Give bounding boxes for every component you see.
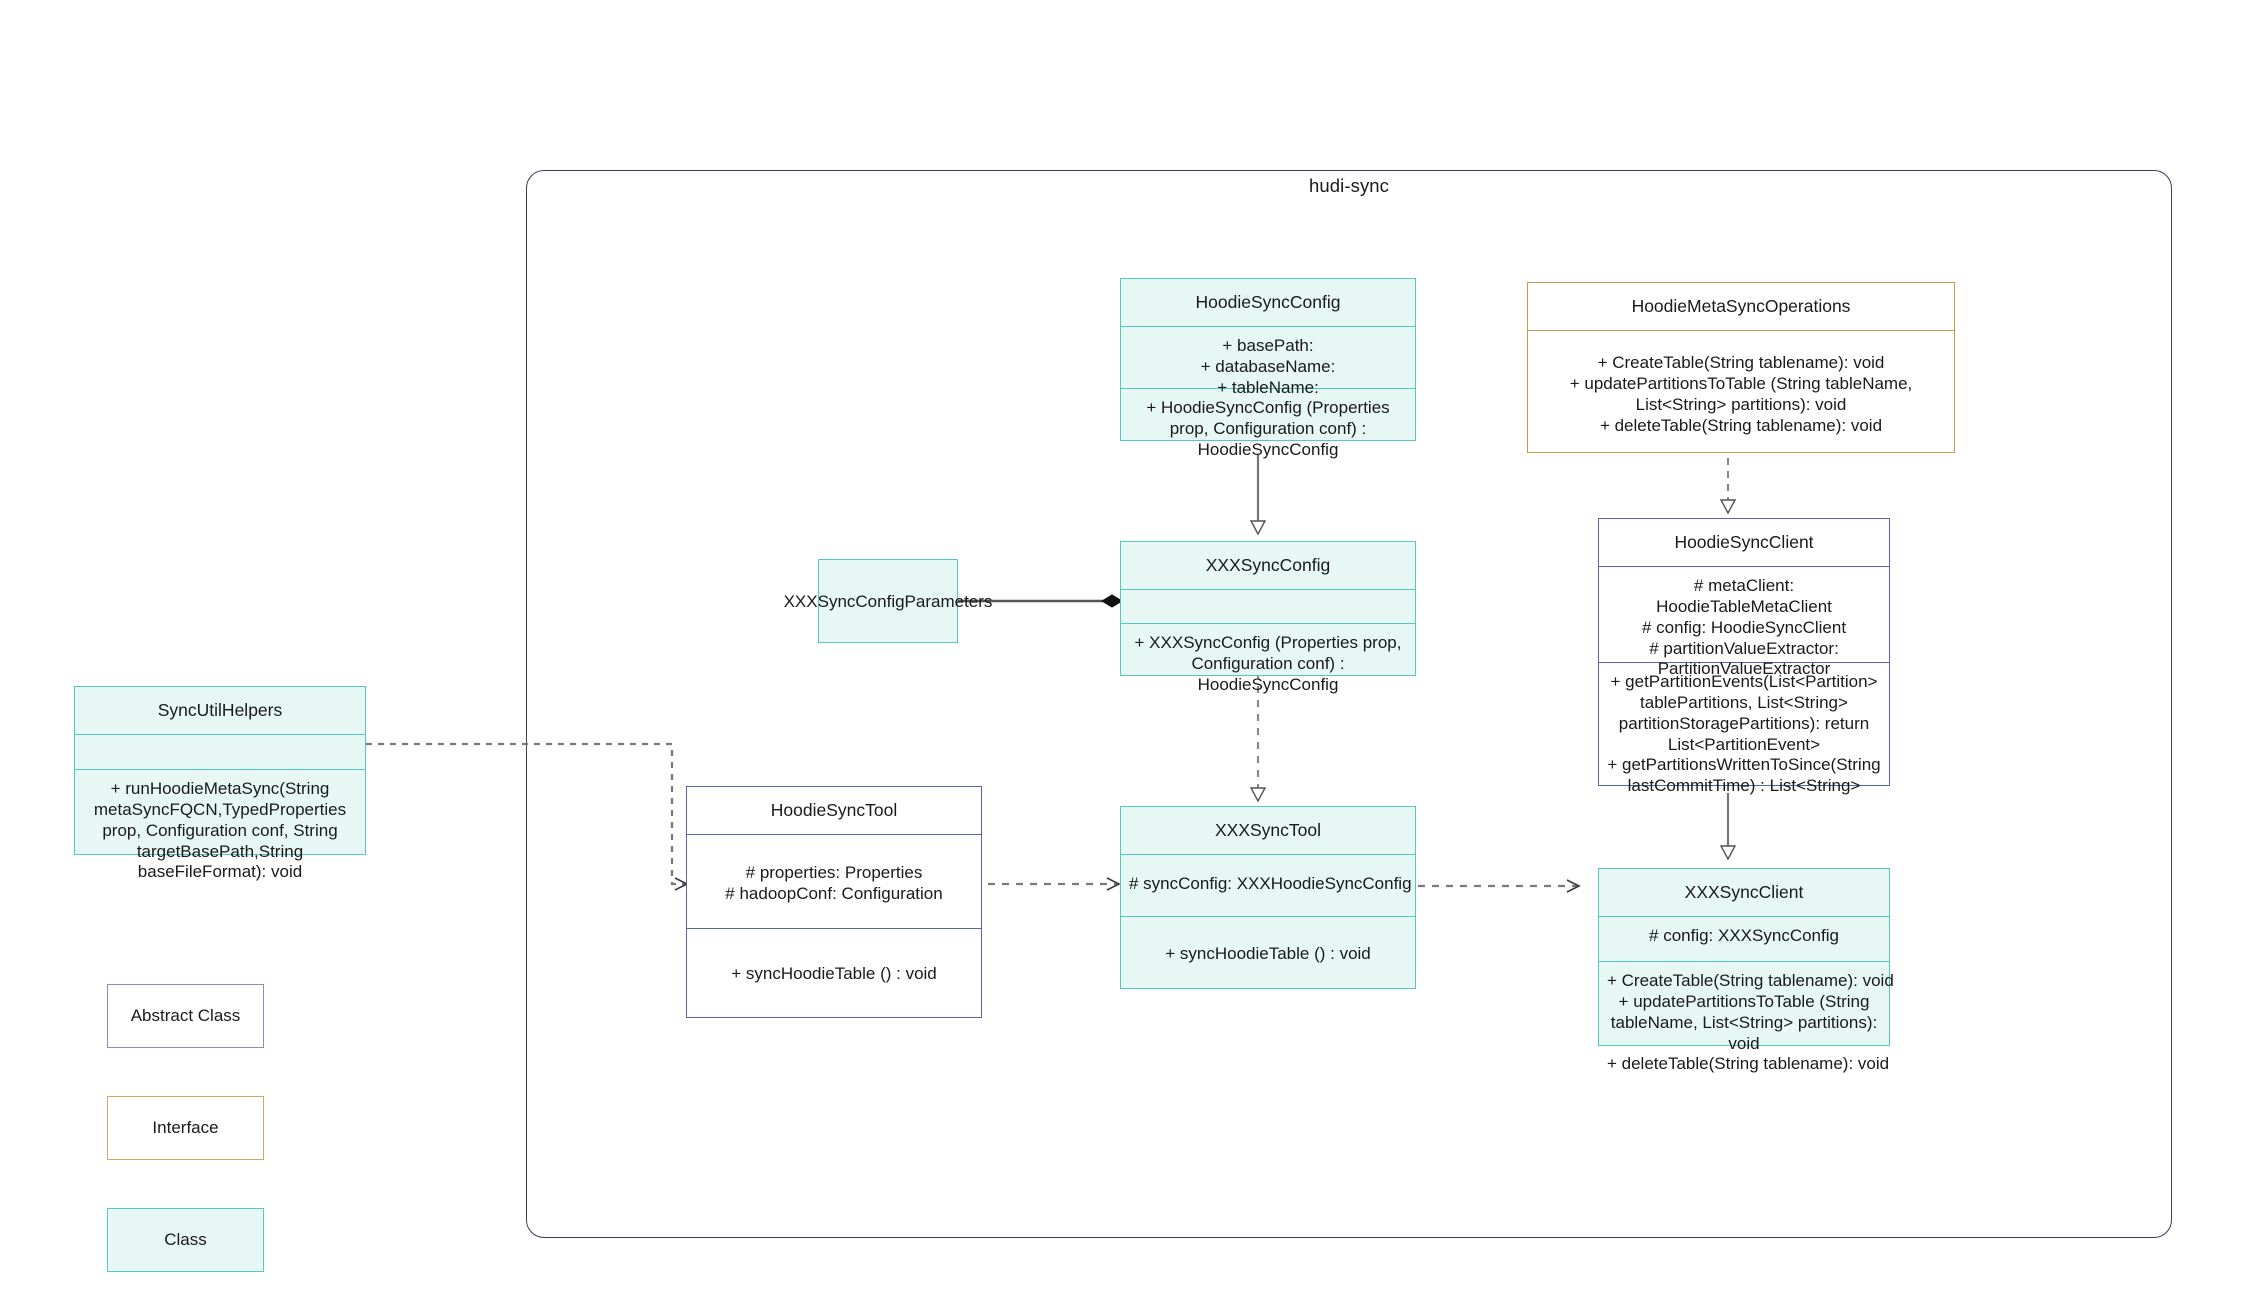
legend-label-abstract-class: Abstract Class	[130, 1006, 241, 1025]
method-row: + deleteTable(String tablename): void	[1607, 1054, 1890, 1074]
attribute-row: # properties: Properties	[745, 863, 923, 883]
class-attributes-hoodie-sync-config: + basePath: + databaseName: + tableName:	[1121, 326, 1415, 397]
attribute-row: # config: HoodieSyncClient	[1641, 617, 1847, 637]
method-row: + XXXSyncConfig (Properties prop, Config…	[1134, 633, 1402, 694]
class-methods-hoodie-sync-tool: + syncHoodieTable () : void	[687, 928, 981, 1017]
attribute-row: # syncConfig: XXXHoodieSyncConfig	[1129, 874, 1412, 894]
class-box-hoodie-meta-sync-operations[interactable]: HoodieMetaSyncOperations + CreateTable(S…	[1527, 282, 1955, 454]
class-methods-hoodie-sync-client: + getPartitionEvents(List<Partition> tab…	[1599, 662, 1889, 795]
package-container-hudi-sync	[526, 170, 2172, 1238]
attribute-row: + databaseName:	[1200, 357, 1336, 377]
class-methods-xxx-sync-config: + XXXSyncConfig (Properties prop, Config…	[1121, 623, 1415, 694]
legend-item-abstract-class: Abstract Class	[107, 984, 264, 1048]
legend-item-class: Class	[107, 1208, 264, 1272]
class-box-xxx-sync-client[interactable]: XXXSyncClient # config: XXXSyncConfig + …	[1598, 868, 1894, 1073]
legend-label-interface: Interface	[152, 1118, 219, 1137]
class-title-xxx-sync-config-parameters: XXXSyncConfigParameters	[783, 591, 993, 611]
class-title-xxx-sync-tool: XXXSyncTool	[1214, 820, 1322, 840]
class-title-xxx-sync-client: XXXSyncClient	[1684, 882, 1804, 902]
class-title-hoodie-sync-config: HoodieSyncConfig	[1195, 292, 1341, 312]
class-methods-hoodie-meta-sync-operations: + CreateTable(String tablename): void + …	[1528, 330, 1954, 452]
class-methods-sync-util-helpers: + runHoodieMetaSync(String metaSyncFQCN,…	[75, 769, 365, 881]
legend-label-class: Class	[164, 1230, 207, 1249]
method-row: + updatePartitionsToTable (String tableN…	[1569, 374, 1913, 414]
class-methods-xxx-sync-tool: + syncHoodieTable () : void	[1121, 916, 1415, 988]
method-row: + getPartitionEvents(List<Partition> tab…	[1610, 672, 1878, 754]
method-row: + deleteTable(String tablename): void	[1599, 415, 1883, 435]
method-row: + syncHoodieTable () : void	[731, 964, 937, 984]
class-attributes-hoodie-sync-tool: # properties: Properties # hadoopConf: C…	[687, 834, 981, 928]
class-title-hoodie-meta-sync-operations: HoodieMetaSyncOperations	[1631, 296, 1851, 316]
attribute-row: + tableName:	[1217, 377, 1319, 397]
attribute-row: # partitionValueExtractor: PartitionValu…	[1649, 638, 1839, 679]
method-row: + CreateTable(String tablename): void	[1597, 353, 1885, 373]
method-row: + runHoodieMetaSync(String metaSyncFQCN,…	[93, 779, 347, 882]
attribute-row: # config: XXXSyncConfig	[1649, 926, 1839, 946]
class-title-xxx-sync-config: XXXSyncConfig	[1205, 555, 1331, 575]
method-row: + syncHoodieTable () : void	[1165, 944, 1371, 964]
class-box-xxx-sync-tool[interactable]: XXXSyncTool # syncConfig: XXXHoodieSyncC…	[1120, 806, 1416, 990]
method-row: + HoodieSyncConfig (Properties prop, Con…	[1146, 398, 1390, 459]
class-box-hoodie-sync-client[interactable]: HoodieSyncClient # metaClient: HoodieTab…	[1598, 518, 1890, 795]
package-title: hudi-sync	[1308, 175, 1390, 196]
class-attributes-sync-util-helpers	[75, 734, 365, 769]
class-box-xxx-sync-config[interactable]: XXXSyncConfig + XXXSyncConfig (Propertie…	[1120, 541, 1416, 694]
class-title-hoodie-sync-client: HoodieSyncClient	[1674, 532, 1814, 552]
class-attributes-xxx-sync-config	[1121, 589, 1415, 623]
class-box-hoodie-sync-config[interactable]: HoodieSyncConfig + basePath: + databaseN…	[1120, 278, 1416, 459]
attribute-row: + basePath:	[1222, 336, 1314, 356]
class-box-xxx-sync-config-parameters[interactable]: XXXSyncConfigParameters	[783, 559, 993, 643]
legend-item-interface: Interface	[107, 1096, 264, 1160]
class-attributes-xxx-sync-client: # config: XXXSyncConfig	[1599, 916, 1889, 961]
class-box-hoodie-sync-tool[interactable]: HoodieSyncTool # properties: Properties …	[686, 786, 982, 1019]
attribute-row: # metaClient: HoodieTableMetaClient	[1656, 576, 1832, 617]
class-title-sync-util-helpers: SyncUtilHelpers	[157, 700, 283, 720]
class-title-hoodie-sync-tool: HoodieSyncTool	[770, 800, 898, 820]
class-attributes-xxx-sync-tool: # syncConfig: XXXHoodieSyncConfig	[1121, 854, 1415, 916]
attribute-row: # hadoopConf: Configuration	[725, 884, 943, 904]
method-row: + updatePartitionsToTable (String tableN…	[1610, 992, 1878, 1053]
class-methods-xxx-sync-client: + CreateTable(String tablename): void + …	[1599, 961, 1894, 1073]
method-row: + getPartitionsWrittenToSince(String las…	[1607, 755, 1881, 796]
method-row: + CreateTable(String tablename): void	[1607, 971, 1894, 991]
class-methods-hoodie-sync-config: + HoodieSyncConfig (Properties prop, Con…	[1121, 388, 1415, 459]
class-box-sync-util-helpers[interactable]: SyncUtilHelpers + runHoodieMetaSync(Stri…	[74, 686, 366, 881]
class-attributes-hoodie-sync-client: # metaClient: HoodieTableMetaClient # co…	[1599, 566, 1889, 678]
